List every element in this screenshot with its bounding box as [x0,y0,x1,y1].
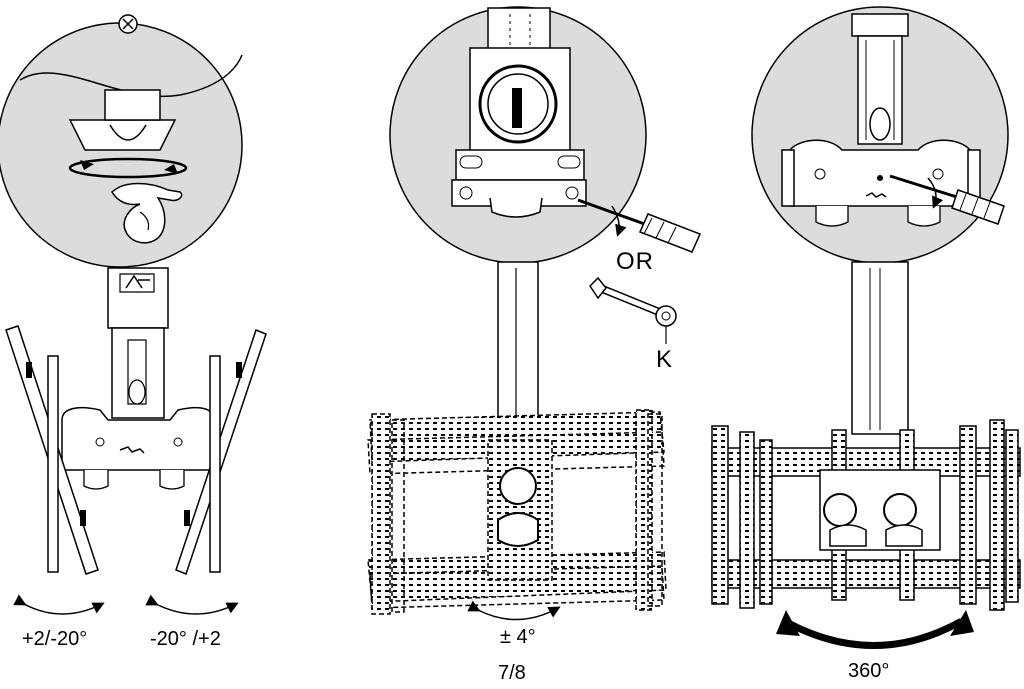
or-label: OR [616,248,654,275]
page-number: 7/8 [498,662,526,684]
tilt-range-right-label: -20° /+2 [150,628,221,650]
rotate-arrow-icon [145,594,239,614]
wrench-icon [590,278,676,344]
panel-level-adjust [368,7,700,620]
tool-k-label: K [656,346,674,373]
tilt-range-left-label: +2/-20° [22,628,88,650]
rotate-arrow-icon [467,600,561,620]
rotate-arrow-icon [790,622,960,646]
panel-rotation [712,7,1020,646]
hand-icon [112,184,182,243]
level-range-label: ± 4° [500,626,536,648]
screwdriver-icon [890,176,1004,224]
rotate-arrow-icon [13,594,105,614]
rotation-label: 360° [848,660,890,682]
panel-tilt [0,15,266,614]
screwdriver-icon [578,200,700,252]
